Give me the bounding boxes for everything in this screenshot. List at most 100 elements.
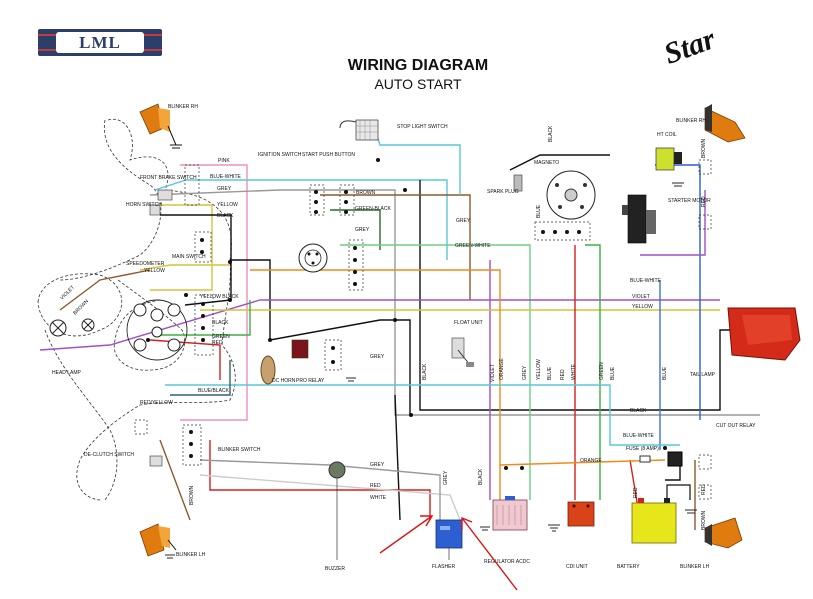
- wire-yellow-2: [139, 264, 230, 271]
- wire-yellow: [150, 204, 213, 291]
- red-arrows: [379, 515, 518, 591]
- label-red-v3: RED: [701, 196, 707, 207]
- label-yellow-3: YELLOW: [632, 304, 653, 310]
- wire-label-group: PINK BLUE-WHITE GREY YELLOW BLACK BROWN …: [59, 125, 707, 530]
- label-blue-white-2: BLUE-WHITE: [630, 278, 662, 284]
- label-yellow-2: YELLOW: [144, 268, 165, 274]
- label-battery: BATTERY: [617, 564, 640, 570]
- label-black-1: BLACK: [217, 213, 234, 219]
- ignition-switch: IGNITION SWITCH: [258, 152, 328, 273]
- cut-out-relay: CUT OUT RELAY: [667, 423, 756, 467]
- label-blue-black: BLUE/BLACK: [198, 388, 230, 394]
- label-blue-v4: BLUE: [662, 366, 668, 380]
- label-starter-motor: STARTER MOTOR: [668, 198, 711, 204]
- connector-blinker-sw: [182, 424, 202, 466]
- wire-orange-2: [499, 459, 666, 466]
- label-black-v1: BLACK: [548, 125, 554, 142]
- label-violet-hl: VIOLET: [59, 285, 76, 302]
- wire-green: [160, 300, 251, 336]
- connector-starter: [698, 214, 712, 230]
- label-main-switch: MAIN SWITCH: [172, 254, 206, 260]
- pro-relay: PRO RELAY: [291, 339, 325, 384]
- speedometer: SPEEDOMETER: [126, 261, 165, 267]
- flasher: FLASHER: [432, 519, 463, 570]
- stop-light-switch: STOP LIGHT SWITCH: [339, 119, 448, 141]
- logo-box: LML: [56, 32, 144, 53]
- label-yellow-black: YELLOW BLACK: [200, 294, 239, 300]
- wire-blue-white-bottom: [165, 384, 680, 446]
- wire-brown-blinker-lh: [159, 439, 191, 521]
- label-blue-v3: BLUE: [610, 366, 616, 380]
- connector-start: [309, 184, 325, 216]
- label-horn-switch: HORN SWITCH: [126, 202, 162, 208]
- connector-relay: [324, 339, 342, 371]
- fuse: FUSE (8 AMP): [626, 446, 659, 463]
- label-blinker-switch: BLINKER SWITCH: [218, 447, 261, 453]
- label-front-brake-switch: FRONT BRAKE SWITCH: [140, 175, 197, 181]
- battery: BATTERY: [617, 484, 691, 570]
- label-blinker-lh-right: BLINKER LH: [680, 564, 710, 570]
- label-grey-2: GREY: [355, 227, 370, 233]
- front-brake-switch: FRONT BRAKE SWITCH: [140, 175, 197, 201]
- label-regulator: REGULATOR ACDC: [484, 559, 530, 565]
- label-grey-1: GREY: [217, 186, 232, 192]
- label-white-v: WHITE: [571, 363, 577, 380]
- tail-lamp: TAIL LAMP: [690, 307, 801, 378]
- label-violet-v: VIOLET: [490, 364, 496, 382]
- label-pro-relay: PRO RELAY: [296, 378, 325, 384]
- label-blue-white-3: BLUE-WHITE: [623, 433, 655, 439]
- label-dc-horn: DC HORN: [272, 378, 296, 384]
- label-brown-v: BROWN: [701, 138, 707, 158]
- wire-red-2: [209, 440, 431, 520]
- magneto: MAGNETO: [534, 160, 596, 220]
- wire-brown-headlamp: [59, 269, 151, 311]
- label-violet: VIOLET: [632, 294, 650, 300]
- instrument-cluster: [126, 299, 188, 361]
- label-grey-v: GREY: [522, 365, 528, 380]
- wire-blue-black: [170, 360, 231, 396]
- wire-blue-white-top: [154, 179, 448, 260]
- connector-main: [194, 231, 212, 263]
- lml-logo: LML: [38, 29, 162, 56]
- label-grey-4: GREY: [370, 354, 385, 360]
- wire-pink: [180, 164, 248, 421]
- diagram-subtitle: AUTO START: [374, 76, 462, 92]
- wire-harness: [39, 129, 760, 530]
- float-unit: FLOAT UNIT: [451, 320, 483, 367]
- label-red-1: RED: [212, 340, 223, 346]
- label-declutch-switch: DE-CLUTCH SWITCH: [84, 452, 134, 458]
- label-spark-plug: SPARK PLUG: [487, 189, 519, 195]
- label-orange-v: ORANGE: [499, 358, 505, 380]
- label-yellow-v: YELLOW: [536, 359, 542, 380]
- blinker-lh-right: BLINKER LH: [680, 517, 743, 570]
- blinker-lh-left: BLINKER LH: [139, 523, 206, 558]
- starter-motor: STARTER MOTOR: [622, 194, 711, 244]
- label-magneto: MAGNETO: [534, 160, 559, 166]
- label-blue-v1: BLUE: [536, 204, 542, 218]
- label-grey-3: GREY: [456, 218, 471, 224]
- label-red-v4: RED: [701, 484, 707, 495]
- main-switch: MAIN SWITCH: [172, 254, 206, 260]
- label-black-v3: BLACK: [478, 468, 484, 485]
- wire-black-3: [380, 319, 411, 415]
- connector-blinker-rh: [698, 159, 712, 175]
- label-yellow-1: YELLOW: [217, 202, 238, 208]
- label-green-v: GREEN: [599, 362, 605, 380]
- label-head-lamp: HEAD LAMP: [52, 370, 82, 376]
- label-grey-v2: GREY: [443, 470, 449, 485]
- connector-blinker-lh-rh: [698, 484, 712, 500]
- label-speedometer: SPEEDOMETER: [126, 261, 165, 267]
- label-grey-5: GREY: [370, 462, 385, 468]
- label-brown: BROWN: [356, 190, 376, 196]
- wire-black-4: [394, 394, 401, 521]
- wire-black-tail: [419, 180, 730, 411]
- label-buzzer: BUZZER: [325, 566, 345, 572]
- horn-switch: HORN SWITCH: [126, 202, 162, 216]
- label-red-yellow: RED/YELLOW: [140, 400, 173, 406]
- label-brown-v2: BROWN: [701, 510, 707, 530]
- label-cdi-unit: CDI UNIT: [566, 564, 588, 570]
- label-white-1: WHITE: [370, 495, 387, 501]
- label-blinker-rh-left: BLINKER RH: [168, 104, 198, 110]
- wire-grey-main: [149, 189, 760, 416]
